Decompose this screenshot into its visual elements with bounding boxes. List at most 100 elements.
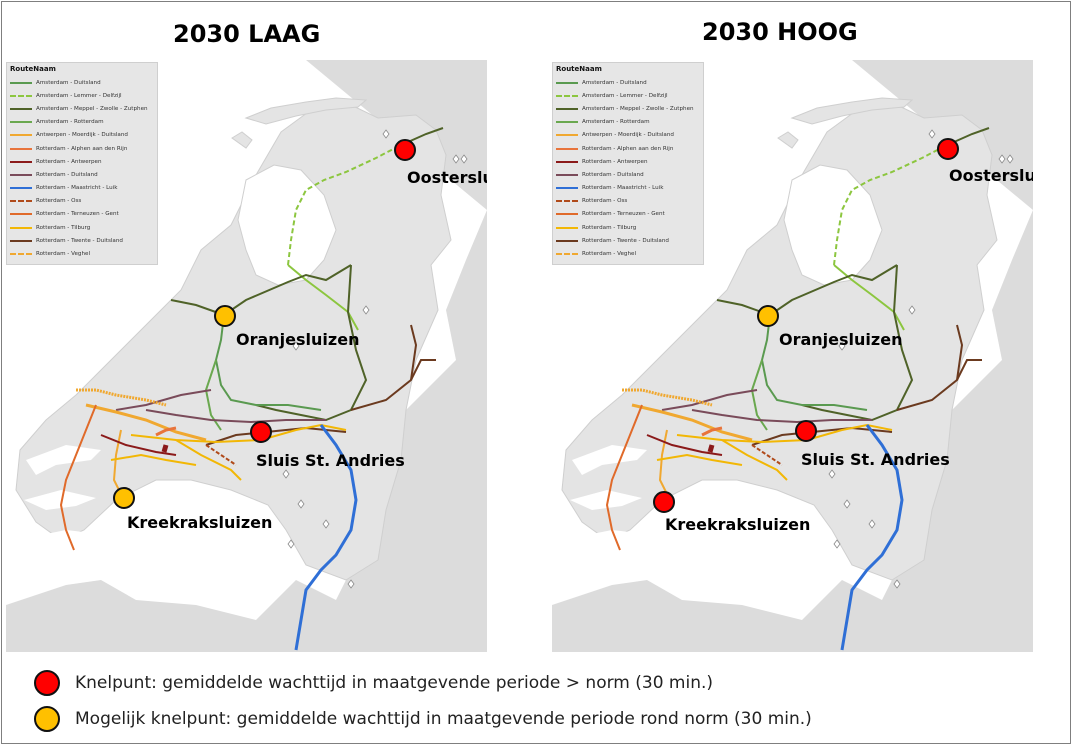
route-line-swatch	[556, 200, 578, 203]
route-legend-title: RouteNaam	[10, 65, 56, 73]
route-line-swatch	[10, 226, 32, 229]
route-legend-item: Rotterdam - Maastricht - Luik	[7, 182, 157, 195]
route-legend-label: Amsterdam - Lemmer - Delfzijl	[36, 92, 122, 99]
route-legend-label: Rotterdam - Terneuzen - Gent	[36, 211, 119, 218]
route-line-swatch	[10, 94, 32, 97]
route-legend-label: Antwerpen - Moerdijk - Duitsland	[36, 132, 128, 139]
red-circle-icon	[34, 670, 60, 696]
route-legend-label: Rotterdam - Antwerpen	[582, 158, 648, 165]
route-line-swatch	[10, 173, 32, 176]
route-line-swatch	[556, 134, 578, 137]
route-legend-label: Amsterdam - Rotterdam	[582, 119, 650, 126]
route-legend-item: Rotterdam - Antwerpen	[553, 155, 703, 168]
legend-mogelijk-knelpunt: Mogelijk knelpunt: gemiddelde wachttijd …	[34, 705, 812, 733]
lock-label-sluis-st-andries: Sluis St. Andries	[801, 450, 950, 469]
route-legend-item: Rotterdam - Veghel	[7, 247, 157, 260]
route-legend-label: Amsterdam - Meppel - Zwolle - Zutphen	[36, 105, 148, 112]
lock-marker-sluis-st-andries	[795, 420, 817, 442]
route-legend-label: Rotterdam - Maastricht - Luik	[582, 185, 664, 192]
route-legend-item: Rotterdam - Antwerpen	[7, 155, 157, 168]
route-legend-label: Rotterdam - Oss	[36, 198, 82, 205]
lock-marker-oostersluis	[937, 138, 959, 160]
route-legend-item: Antwerpen - Moerdijk - Duitsland	[7, 129, 157, 142]
lock-marker-kreekraksluizen	[653, 491, 675, 513]
route-legend-item: Rotterdam - Twente - Duitsland	[7, 234, 157, 247]
netherlands-land	[15, 104, 452, 581]
route-legend-label: Amsterdam - Lemmer - Delfzijl	[582, 92, 668, 99]
route-legend-item: Rotterdam - Terneuzen - Gent	[553, 208, 703, 221]
route-line-swatch	[556, 121, 578, 124]
route-line-swatch	[556, 187, 578, 190]
route-legend-item: Rotterdam - Twente - Duitsland	[553, 234, 703, 247]
lock-marker-oostersluis	[394, 139, 416, 161]
lock-marker-kreekraksluizen	[113, 487, 135, 509]
netherlands-land	[561, 104, 998, 581]
route-line-swatch	[10, 200, 32, 203]
lock-label-oostersluis: Oostersluis	[949, 166, 1033, 185]
legend-knelpunt-text: Knelpunt: gemiddelde wachttijd in maatge…	[75, 673, 714, 693]
route-legend-item: Amsterdam - Lemmer - Delfzijl	[7, 89, 157, 102]
route-legend-label: Amsterdam - Meppel - Zwolle - Zutphen	[582, 105, 694, 112]
route-legend-label: Rotterdam - Alphen aan den Rijn	[582, 145, 674, 152]
route-line-swatch	[556, 213, 578, 216]
route-legend-label: Antwerpen - Moerdijk - Duitsland	[582, 132, 674, 139]
map-title-hoog: 2030 HOOG	[702, 18, 858, 46]
lock-label-kreekraksluizen: Kreekraksluizen	[665, 515, 811, 534]
route-line-swatch	[10, 81, 32, 84]
route-legend-label: Amsterdam - Rotterdam	[36, 119, 104, 126]
ijsselmeer	[783, 164, 883, 286]
route-legend-item: Antwerpen - Moerdijk - Duitsland	[553, 129, 703, 142]
route-line-swatch	[556, 253, 578, 256]
route-legend-item: Amsterdam - Rotterdam	[553, 116, 703, 129]
route-legend-label: Rotterdam - Antwerpen	[36, 158, 102, 165]
route-legend-item: Rotterdam - Alphen aan den Rijn	[553, 142, 703, 155]
route-legend-item: Amsterdam - Lemmer - Delfzijl	[553, 89, 703, 102]
lock-marker-sluis-st-andries	[250, 421, 272, 443]
route-legend-item: Amsterdam - Meppel - Zwolle - Zutphen	[7, 102, 157, 115]
lock-label-kreekraksluizen: Kreekraksluizen	[127, 513, 273, 532]
route-legend-label: Rotterdam - Tilburg	[582, 224, 637, 231]
route-line-swatch	[10, 239, 32, 242]
route-legend-title: RouteNaam	[556, 65, 602, 73]
route-line-swatch	[556, 94, 578, 97]
route-legend-item: Rotterdam - Tilburg	[553, 221, 703, 234]
route-legend-item: Amsterdam - Meppel - Zwolle - Zutphen	[553, 102, 703, 115]
ijsselmeer	[237, 164, 337, 286]
route-legend-item: Amsterdam - Rotterdam	[7, 116, 157, 129]
route-line-swatch	[10, 134, 32, 137]
lock-label-oranjesluizen: Oranjesluizen	[236, 330, 360, 349]
route-line-swatch	[556, 173, 578, 176]
route-legend-label: Amsterdam - Duitsland	[582, 79, 647, 86]
route-legend-item: Rotterdam - Alphen aan den Rijn	[7, 142, 157, 155]
route-line-swatch	[556, 107, 578, 110]
lock-label-oranjesluizen: Oranjesluizen	[779, 330, 903, 349]
route-legend-item: Rotterdam - Duitsland	[7, 168, 157, 181]
route-line-swatch	[556, 147, 578, 150]
route-legend-item: Rotterdam - Maastricht - Luik	[553, 182, 703, 195]
map-title-laag: 2030 LAAG	[173, 20, 321, 48]
route-legend-label: Rotterdam - Terneuzen - Gent	[582, 211, 665, 218]
route-line-swatch	[10, 160, 32, 163]
route-line-swatch	[10, 107, 32, 110]
legend-mogelijk-knelpunt-text: Mogelijk knelpunt: gemiddelde wachttijd …	[75, 709, 812, 729]
route-legend-item: Amsterdam - Duitsland	[7, 76, 157, 89]
route-legend-label: Rotterdam - Duitsland	[36, 171, 98, 178]
route-legend-item: Rotterdam - Terneuzen - Gent	[7, 208, 157, 221]
route-legend-label: Amsterdam - Duitsland	[36, 79, 101, 86]
route-line-swatch	[10, 253, 32, 256]
route-line-swatch	[10, 147, 32, 150]
route-line-swatch	[556, 226, 578, 229]
route-legend-label: Rotterdam - Duitsland	[582, 171, 644, 178]
route-legend-label: Rotterdam - Veghel	[582, 251, 637, 258]
route-line-swatch	[556, 239, 578, 242]
legend-knelpunt: Knelpunt: gemiddelde wachttijd in maatge…	[34, 669, 713, 697]
orange-circle-icon	[34, 706, 60, 732]
route-legend-label: Rotterdam - Tilburg	[36, 224, 91, 231]
route-line-swatch	[556, 160, 578, 163]
